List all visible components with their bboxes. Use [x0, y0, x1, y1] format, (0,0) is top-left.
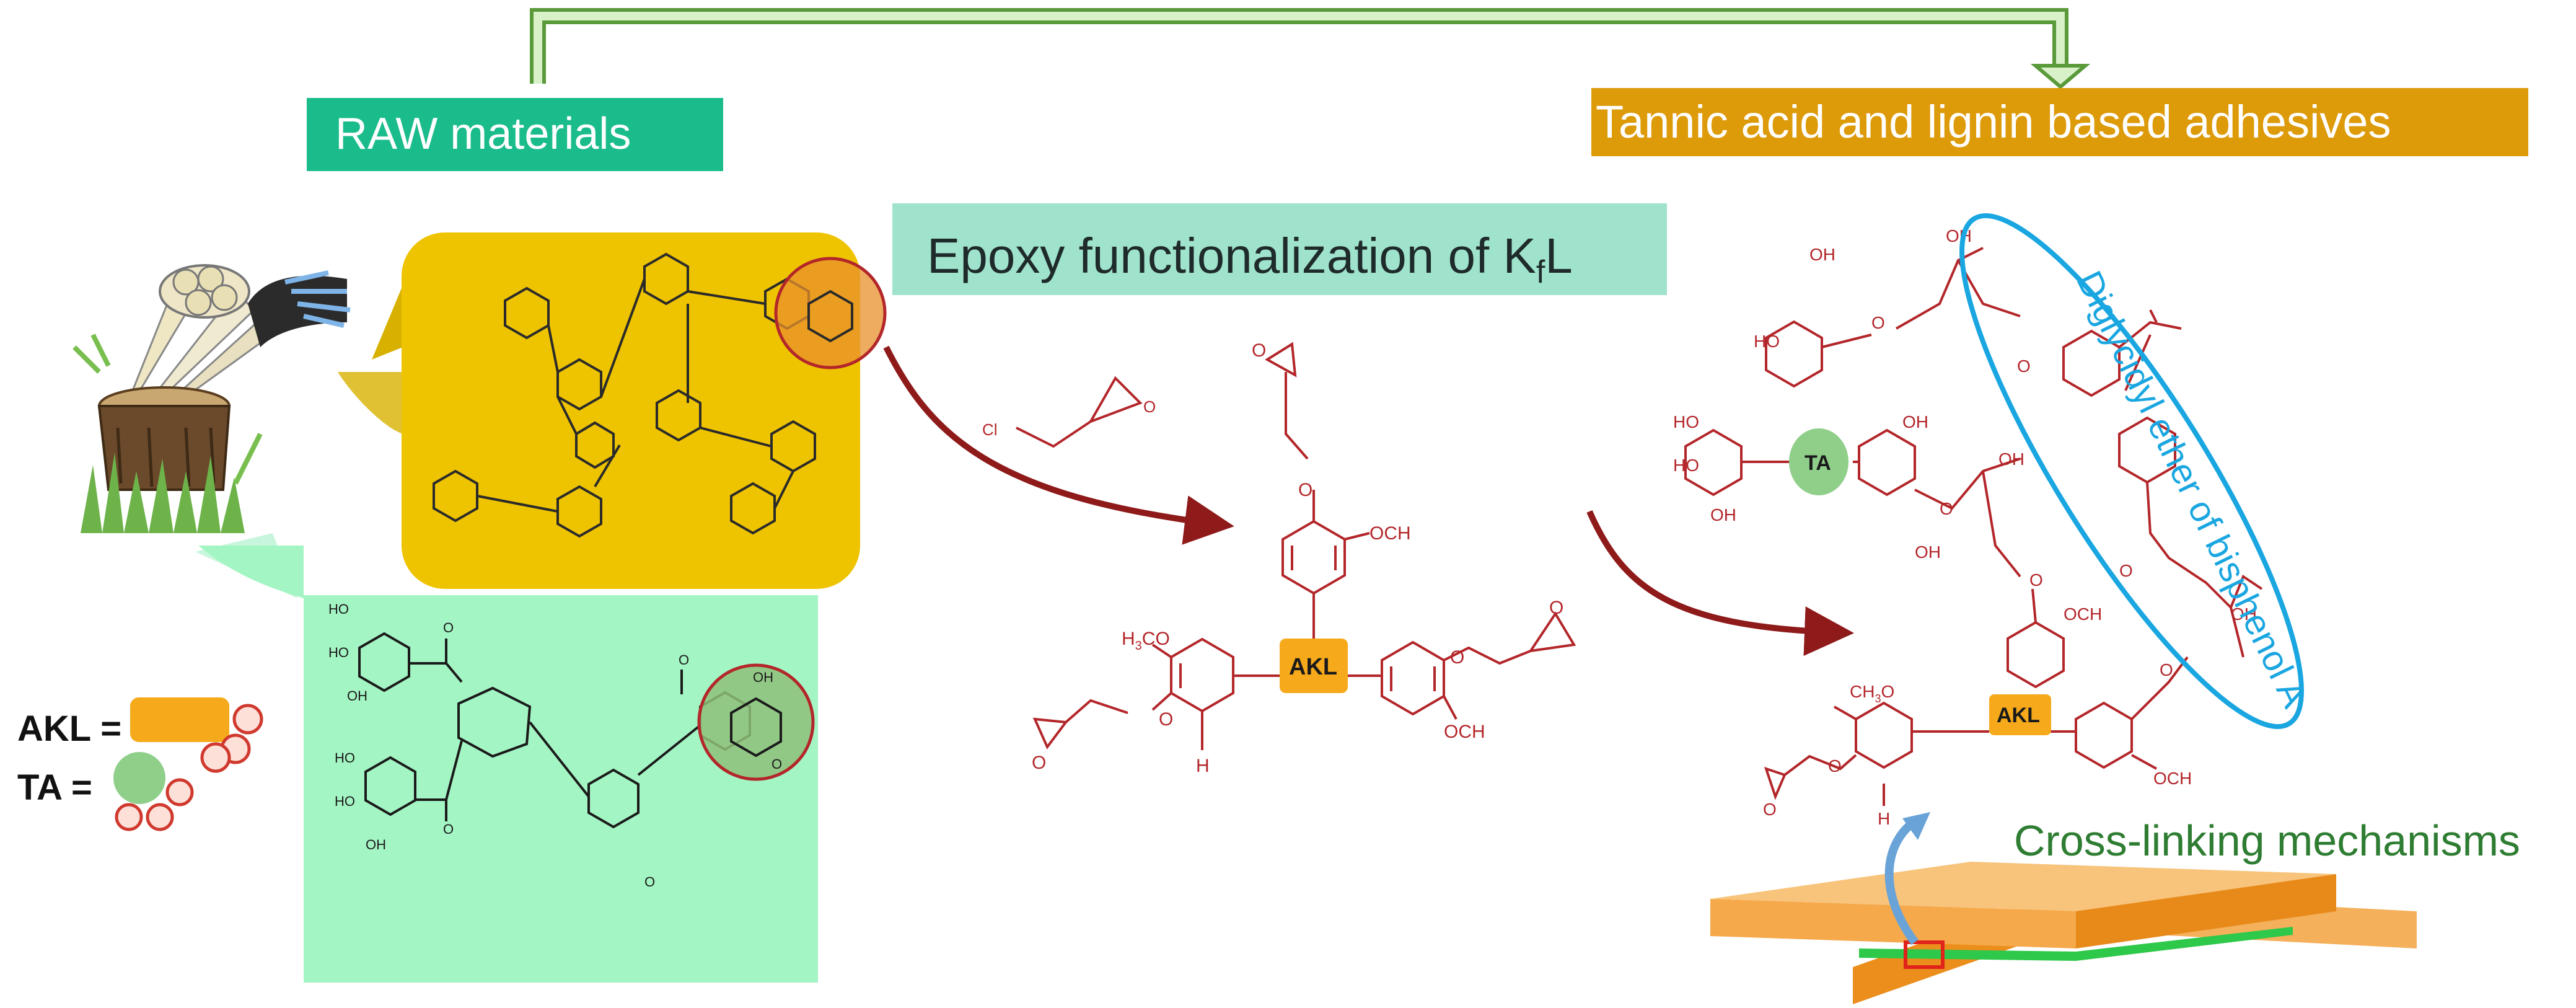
- svg-text:Cl: Cl: [982, 420, 998, 439]
- svg-text:HO: HO: [1673, 412, 1699, 431]
- epoxy-title: Epoxy functionalization of KfL: [927, 228, 1573, 290]
- svg-text:OH: OH: [366, 837, 386, 852]
- svg-text:O: O: [1032, 753, 1046, 773]
- epoxy-akl-structure: [1032, 342, 1576, 750]
- svg-text:OH: OH: [347, 688, 367, 704]
- svg-text:O: O: [2160, 660, 2173, 679]
- reaction-arrow-2: [1586, 510, 1854, 657]
- legend-ta-label: TA =: [17, 767, 92, 808]
- dgeba-label: Diglycidyl ether of bisphenol A: [2068, 265, 2315, 714]
- svg-text:OH: OH: [1809, 245, 1835, 264]
- svg-text:O: O: [1143, 397, 1156, 416]
- svg-text:TA: TA: [1805, 451, 1831, 475]
- crosslinked-network-structure: [1684, 247, 2263, 806]
- epoxy-title-bg: [892, 203, 1667, 295]
- svg-text:HO: HO: [335, 794, 355, 809]
- svg-text:O: O: [2029, 570, 2043, 590]
- svg-text:HO: HO: [335, 750, 355, 766]
- svg-text:O: O: [443, 620, 454, 635]
- svg-text:OH: OH: [2231, 604, 2257, 624]
- svg-text:OCH: OCH: [2064, 604, 2102, 624]
- legend-ta-swatch: [113, 752, 165, 804]
- svg-text:HO: HO: [328, 601, 349, 617]
- svg-text:O: O: [1549, 598, 1563, 618]
- svg-text:HO: HO: [1754, 332, 1780, 351]
- reaction-arrow-1: [883, 345, 1234, 545]
- svg-text:H: H: [1196, 756, 1210, 776]
- svg-text:OCH: OCH: [1369, 523, 1411, 544]
- svg-text:O: O: [644, 874, 655, 890]
- svg-text:O: O: [771, 756, 782, 772]
- svg-text:HO: HO: [1673, 456, 1699, 475]
- svg-text:O: O: [1763, 800, 1777, 819]
- legend: AKL = TA =: [17, 697, 263, 831]
- svg-text:O: O: [1940, 499, 1953, 518]
- svg-text:OH: OH: [753, 670, 773, 685]
- akl-badge-middle: [1280, 639, 1348, 693]
- svg-text:O: O: [1298, 480, 1312, 500]
- svg-text:O: O: [443, 821, 454, 837]
- raw-materials-label: RAW materials: [335, 109, 631, 159]
- svg-text:OCH: OCH: [1444, 722, 1485, 742]
- legend-akl-swatch: [130, 697, 229, 742]
- svg-text:H3CO: H3CO: [1122, 629, 1170, 653]
- svg-text:OH: OH: [1902, 412, 1928, 431]
- svg-text:OCH: OCH: [2153, 769, 2192, 788]
- ta-badge-right: [1789, 428, 1848, 495]
- svg-text:O: O: [679, 652, 689, 668]
- svg-text:O: O: [1828, 756, 1842, 776]
- svg-text:AKL: AKL: [1289, 654, 1337, 680]
- svg-text:O: O: [1450, 647, 1464, 668]
- bonded-panels-illustration: [1710, 812, 2417, 1004]
- svg-text:O: O: [2119, 561, 2133, 580]
- svg-text:CH3O: CH3O: [1850, 682, 1894, 705]
- akl-badge-right: [1989, 694, 2051, 735]
- epichlorohydrin: [1016, 376, 1143, 448]
- svg-text:HO: HO: [328, 645, 349, 660]
- dgeba-highlight-ring: [1959, 213, 2304, 730]
- svg-text:O: O: [2017, 356, 2031, 376]
- lignin-structure-box: [338, 232, 887, 589]
- crosslinking-label: Cross-linking mechanisms: [2014, 816, 2520, 865]
- svg-text:AKL: AKL: [1997, 704, 2040, 727]
- adhesives-title: Tannic acid and lignin based adhesives: [1596, 96, 2391, 148]
- svg-text:O: O: [1159, 709, 1173, 730]
- tree-stump-illustration: [73, 264, 351, 533]
- top-flow-arrow: [530, 8, 2091, 89]
- adhesives-title-bg: [1591, 88, 2528, 156]
- svg-text:O: O: [1871, 313, 1885, 332]
- svg-text:OH: OH: [1998, 449, 2024, 469]
- legend-akl-label: AKL =: [17, 709, 121, 749]
- svg-text:OH: OH: [1915, 542, 1941, 562]
- tannic-acid-structure-box: HO HO OH HO HO OH O O O O OH O: [195, 533, 818, 983]
- svg-text:O: O: [1252, 340, 1266, 361]
- svg-text:OH: OH: [1710, 505, 1736, 524]
- raw-materials-label-bg: [307, 98, 723, 171]
- svg-text:H: H: [1878, 809, 1890, 828]
